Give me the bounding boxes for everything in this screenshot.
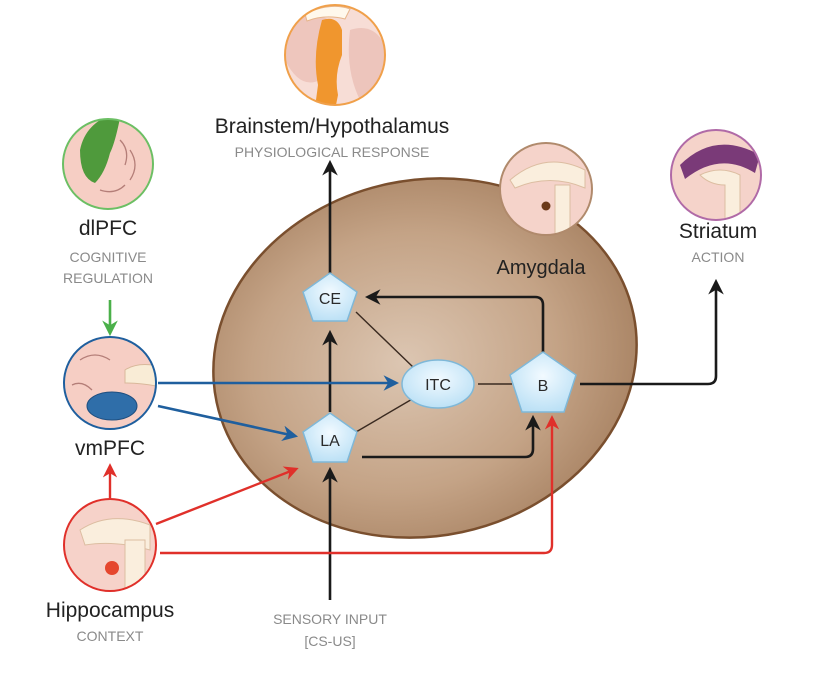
dlpfc-title: dlPFC <box>79 217 137 240</box>
hippocampus-icon-border <box>63 498 157 592</box>
b-to-ce-arrow <box>364 289 545 352</box>
hippocampus-brain-icon <box>64 499 156 591</box>
dlpfc-subtitle-line2: REGULATION <box>63 270 153 286</box>
brainstem-title: Brainstem/Hypothalamus <box>215 115 450 138</box>
hippocampus-subtitle: CONTEXT <box>77 628 144 644</box>
internal-links <box>355 311 512 433</box>
vmpfc-title: vmPFC <box>75 437 145 460</box>
blue-arrows <box>157 375 400 441</box>
striatum-subtitle: ACTION <box>692 249 745 265</box>
dlpfc-subtitle-line1: COGNITIVE <box>69 249 146 265</box>
striatum-title: Striatum <box>679 220 757 243</box>
ce-node: CE <box>302 272 358 322</box>
vmpfc-icon-border <box>63 336 157 430</box>
la-to-b-arrow <box>362 414 541 459</box>
brainstem-icon-border <box>284 4 386 106</box>
brainstem-icon <box>285 5 385 105</box>
itc-label: ITC <box>425 377 451 394</box>
dlpfc-icon-border <box>62 118 154 210</box>
striatum-icon-border <box>670 129 762 221</box>
sensory-input-label: SENSORY INPUT <box>273 611 387 627</box>
brainstem-subtitle: PHYSIOLOGICAL RESPONSE <box>235 144 430 160</box>
itc-node: ITC <box>401 359 475 409</box>
b-node: B <box>509 351 577 413</box>
vmpfc-to-la-arrow <box>157 404 299 441</box>
la-label: LA <box>320 433 340 450</box>
b-label: B <box>538 378 549 395</box>
amygdala-brain-icon <box>500 143 592 235</box>
hippocampus-to-la-arrow <box>155 466 299 526</box>
la-node: LA <box>302 412 358 463</box>
amygdala-title: Amygdala <box>497 257 587 279</box>
black-arrows <box>322 159 724 600</box>
red-arrows <box>102 415 560 555</box>
hippocampus-to-b-arrow <box>160 415 560 555</box>
ce-label: CE <box>319 291 341 308</box>
cs-us-label: [CS-US] <box>304 633 355 649</box>
hippocampus-title: Hippocampus <box>46 599 174 622</box>
b-to-striatum-arrow <box>580 278 724 386</box>
striatum-brain-icon <box>671 130 761 220</box>
dlpfc-brain-icon <box>63 119 153 209</box>
ce-itc-link <box>355 311 415 369</box>
la-itc-link <box>355 397 415 433</box>
amygdala-icon-border <box>499 142 593 236</box>
amygdala-region <box>212 177 638 539</box>
vmpfc-brain-icon <box>64 337 156 429</box>
